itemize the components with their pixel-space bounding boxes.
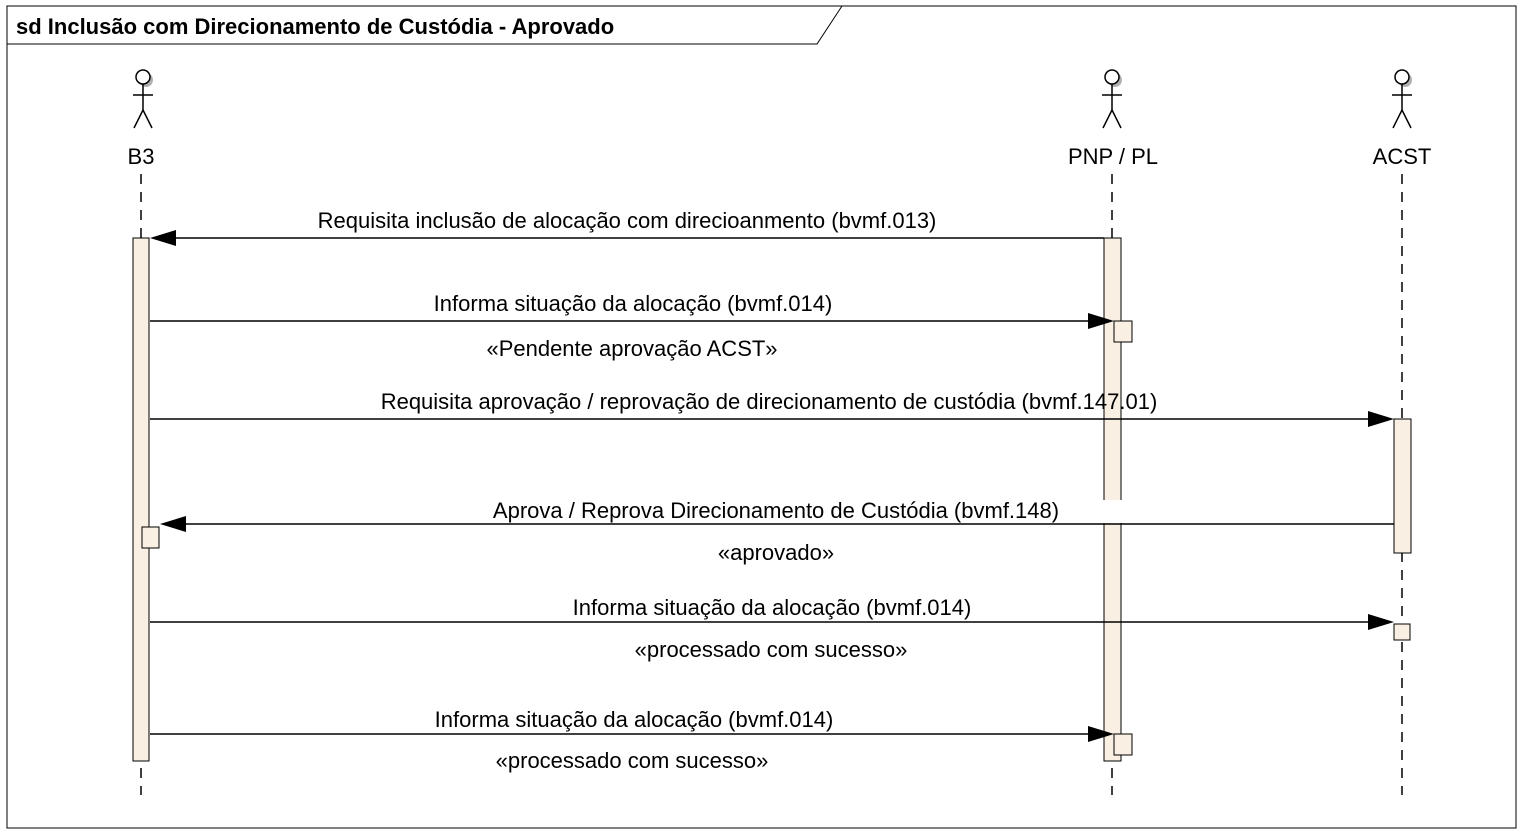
label-background: [410, 500, 1144, 523]
label-background: [512, 598, 1034, 621]
stick-figure-icon: [133, 69, 153, 129]
message-stereotype: «processado com sucesso»: [635, 637, 908, 662]
message-label: Informa situação da alocação (bvmf.014): [435, 707, 834, 732]
activation-acst: [1393, 418, 1412, 554]
actor-b3: B3: [128, 69, 155, 169]
message-label: Requisita inclusão de alocação com direc…: [318, 208, 937, 233]
actor-label-b3: B3: [128, 144, 155, 169]
message-2: Informa situação da alocação (bvmf.014) …: [150, 291, 1114, 361]
message-6: Informa situação da alocação (bvmf.014) …: [150, 707, 1114, 773]
diagram-title: sd Inclusão com Direcionamento de Custód…: [16, 14, 614, 39]
message-label: Requisita aprovação / reprovação de dire…: [381, 389, 1158, 414]
arrowhead-icon: [1088, 313, 1114, 329]
activation-pnp-pl-nested-2: [1113, 733, 1133, 756]
message-3: Requisita aprovação / reprovação de dire…: [150, 389, 1394, 427]
message-stereotype: «aprovado»: [718, 540, 834, 565]
arrowhead-icon: [1368, 614, 1394, 630]
message-label: Informa situação da alocação (bvmf.014): [573, 595, 972, 620]
actor-label-acst: ACST: [1373, 144, 1432, 169]
arrowhead-icon: [1368, 411, 1394, 427]
arrowhead-icon: [1088, 726, 1114, 742]
message-label: Informa situação da alocação (bvmf.014): [434, 291, 833, 316]
activation-b3: [132, 237, 150, 762]
message-stereotype: «Pendente aprovação ACST»: [486, 336, 777, 361]
actor-label-pnp-pl: PNP / PL: [1068, 144, 1158, 169]
activation-acst-nested: [1393, 623, 1411, 641]
arrowhead-icon: [150, 230, 176, 246]
message-5: Informa situação da alocação (bvmf.014) …: [150, 595, 1394, 662]
message-label: Aprova / Reprova Direcionamento de Custó…: [493, 498, 1059, 523]
message-4: Aprova / Reprova Direcionamento de Custó…: [160, 498, 1394, 565]
message-1: Requisita inclusão de alocação com direc…: [150, 208, 1104, 246]
stick-figure-icon: [1102, 69, 1122, 129]
actor-pnp-pl: PNP / PL: [1068, 69, 1158, 169]
label-background: [376, 710, 894, 733]
diagram-frame: [6, 5, 1517, 829]
activation-pnp-pl: [1103, 237, 1122, 762]
frame-title-tab: [7, 5, 843, 45]
activation-b3-nested: [141, 526, 160, 549]
activation-pnp-pl-nested-1: [1113, 320, 1133, 343]
actor-acst: ACST: [1373, 69, 1432, 169]
stick-figure-icon: [1392, 69, 1412, 129]
arrowhead-icon: [160, 516, 186, 532]
message-stereotype: «processado com sucesso»: [496, 748, 769, 773]
